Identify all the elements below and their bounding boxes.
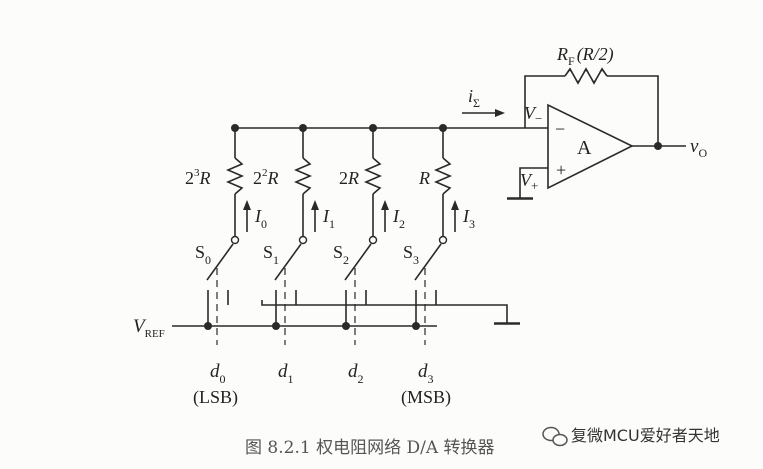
switch-blade-0	[206, 243, 234, 281]
plus-input-wire	[519, 167, 548, 198]
switch-label-2: S2	[333, 242, 349, 267]
switch-contact	[368, 235, 378, 245]
opamp-minus-sign: −	[555, 119, 565, 139]
switch-label-3: S3	[403, 242, 419, 267]
switch-label-1: S1	[263, 242, 279, 267]
vref-node	[272, 322, 280, 330]
switch-contact	[230, 235, 240, 245]
resistor-label-0: 23R	[185, 167, 211, 188]
ground-bus	[261, 300, 508, 323]
opamp-label: A	[577, 137, 592, 159]
resistor-1	[293, 157, 313, 195]
bit-label-0: d0	[210, 361, 226, 386]
op-amp-triangle	[547, 103, 634, 190]
bit-note-3: (MSB)	[401, 387, 451, 408]
i-sum-label: iΣ	[468, 86, 480, 110]
watermark-text: 复微MCU爱好者天地	[571, 426, 720, 445]
resistor-label-3: R	[418, 168, 430, 188]
switch-blade-2	[344, 243, 372, 281]
resistor-label-2: 2R	[339, 168, 359, 188]
rf-label: RF(R/2)	[556, 44, 614, 68]
vref-label: VREF	[133, 316, 165, 340]
current-label-2: I2	[392, 206, 405, 231]
vref-node	[412, 322, 420, 330]
v-minus-label: V−	[524, 103, 542, 126]
bit-label-2: d2	[348, 361, 364, 386]
resistor-label-1: 22R	[253, 167, 279, 188]
switch-contact	[298, 235, 308, 245]
opamp-plus-sign: +	[556, 160, 566, 180]
current-label-0: I0	[254, 206, 267, 231]
switch-label-0: S0	[195, 242, 211, 267]
figure-caption: 图 8.2.1 权电阻网络 D/A 转换器	[245, 438, 495, 458]
switch-contact	[438, 235, 448, 245]
bit-note-0: (LSB)	[193, 387, 238, 408]
wechat-logo-icon	[542, 426, 568, 447]
bit-label-3: d3	[418, 361, 434, 386]
vref-node	[342, 322, 350, 330]
resistor-3	[433, 157, 453, 195]
current-label-3: I3	[462, 206, 475, 231]
vo-label: vO	[690, 136, 707, 160]
switch-blade-3	[414, 243, 442, 281]
vref-node	[204, 322, 212, 330]
resistor-2	[363, 157, 383, 195]
current-label-1: I1	[322, 206, 335, 231]
resistor-0	[225, 157, 245, 195]
bit-label-1: d1	[278, 361, 294, 386]
feedback-wire	[524, 75, 659, 146]
v-plus-label: V+	[520, 170, 538, 193]
switch-blade-1	[274, 243, 302, 281]
